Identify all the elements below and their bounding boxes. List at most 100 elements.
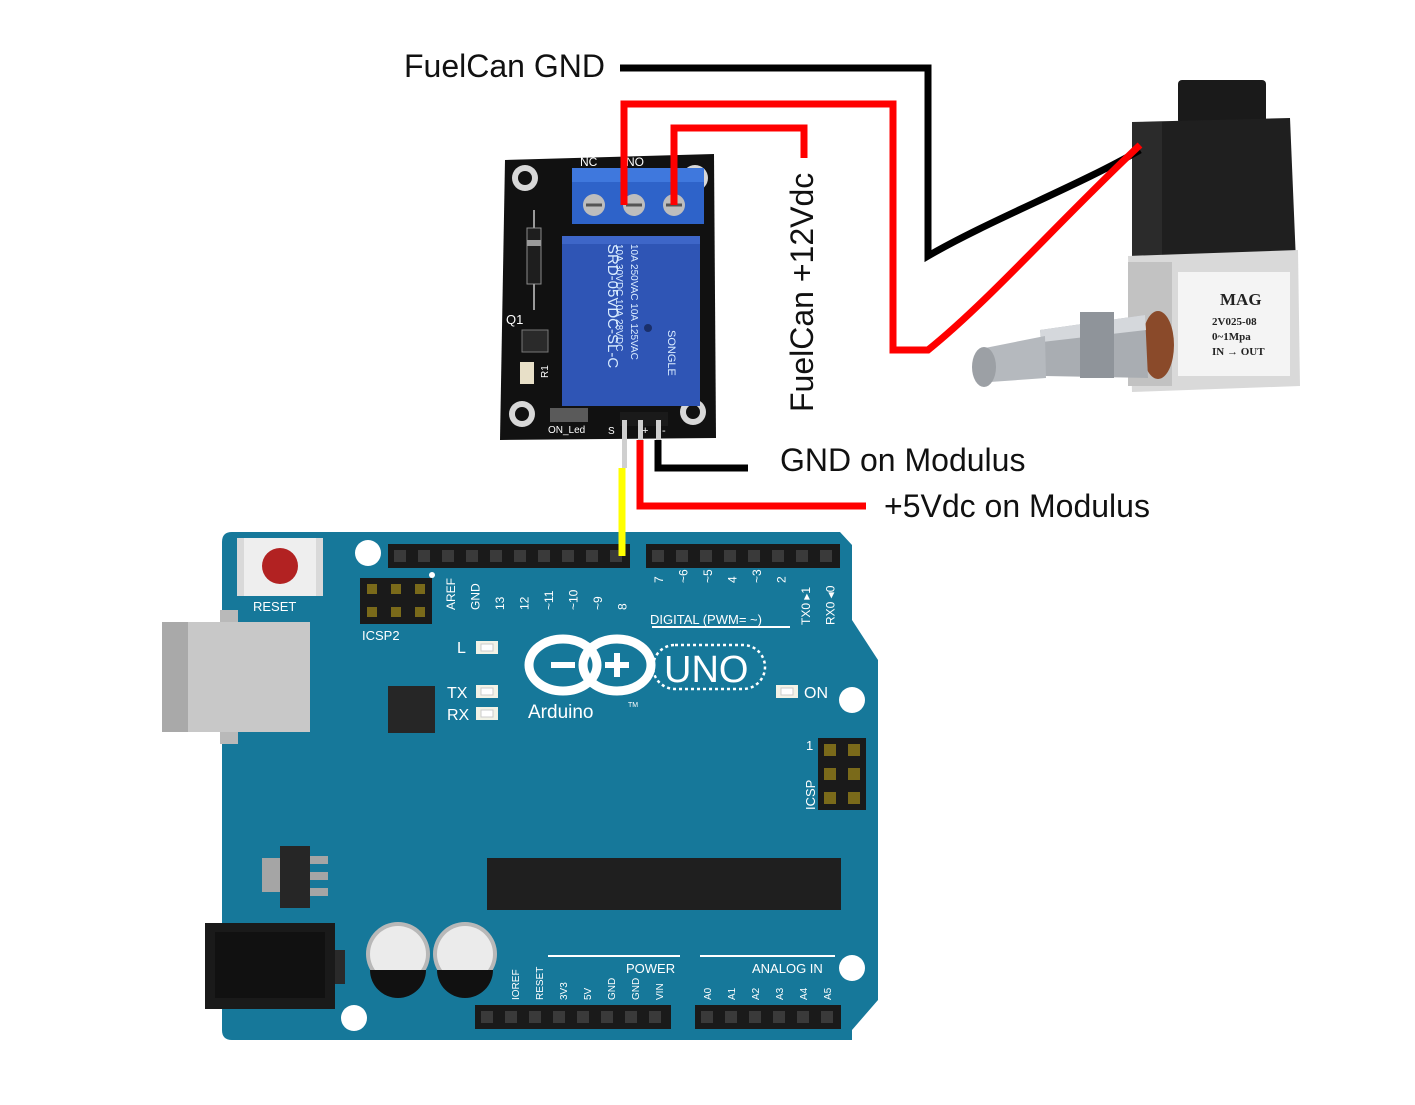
pin-label: ~9 [591, 596, 605, 610]
relay-module: NC NO Q1 R1 ON_Led SRD-05VDC-SL-C 10A 25… [500, 154, 716, 468]
pin-label: ~3 [750, 569, 764, 583]
uno-label: UNO [664, 649, 748, 691]
pin-label: 7 [652, 576, 666, 583]
relay-rating1-label: 10A 250VAC 10A 125VAC [628, 244, 639, 360]
pin-label: A4 [799, 987, 810, 1000]
resistor-r1 [520, 362, 534, 384]
pin-label: A2 [751, 987, 762, 1000]
label-vcc-modulus: +5Vdc on Modulus [884, 488, 1150, 524]
header-pin [529, 1011, 541, 1023]
header-pin [505, 1011, 517, 1023]
led-rx [476, 707, 498, 720]
header-pin [514, 550, 526, 562]
pin-label: ~5 [701, 569, 715, 583]
header-pin [773, 1011, 785, 1023]
valve-brand-label: MAG [1220, 290, 1262, 309]
pin-label: RX0 ◂0 [824, 585, 838, 625]
pin-label: A0 [703, 987, 714, 1000]
mounting-hole [839, 687, 865, 713]
header-pin [748, 550, 760, 562]
header-pin [442, 550, 454, 562]
uno-badge [651, 643, 767, 691]
header-pin [796, 550, 808, 562]
pin-label: A1 [727, 987, 738, 1000]
wire-gnd-modulus [654, 440, 748, 472]
relay-model-label: SRD-05VDC-SL-C [604, 244, 621, 368]
led-on-label: ON [804, 685, 828, 702]
led-tx [476, 685, 498, 698]
mounting-hole [518, 171, 532, 185]
header-pin [701, 1011, 713, 1023]
header-pin [394, 550, 406, 562]
solenoid-valve: MAG 2V025-08 0~1Mpa IN → OUT [972, 80, 1300, 392]
capacitor [366, 922, 430, 998]
valve-pressure-label: 0~1Mpa [1212, 331, 1251, 343]
digital-header-left [388, 544, 630, 568]
pin-label: 5V [583, 987, 594, 1000]
valve-label-plate [1178, 272, 1290, 376]
header-pin [562, 550, 574, 562]
header-pin [553, 1011, 565, 1023]
header-pin [418, 550, 430, 562]
relay-nc-label: NC [580, 155, 598, 169]
pin-label: ~11 [542, 590, 556, 610]
voltage-regulator [262, 846, 328, 908]
mounting-hole [341, 1005, 367, 1031]
transistor-q1 [521, 329, 549, 353]
trademark-label: TM [628, 702, 638, 709]
led-tx-label: TX [447, 685, 468, 702]
header-pin [652, 550, 664, 562]
on-led [550, 408, 588, 422]
pin-label: AREF [444, 578, 458, 610]
header-pin [481, 1011, 493, 1023]
relay-brand-label: SONGLE [665, 330, 677, 376]
pin-label: IOREF [511, 969, 522, 1000]
header-pin [700, 550, 712, 562]
pin-label: 2 [775, 576, 789, 583]
valve-model-label: 2V025-08 [1212, 316, 1257, 328]
atmega328-chip [487, 858, 841, 910]
wire-relay-to-valve [620, 100, 1143, 354]
pin-label: TX0 ▸1 [799, 587, 813, 625]
board-pcb [222, 532, 878, 1040]
relay-q1-label: Q1 [506, 312, 523, 327]
pin-label: ~6 [677, 569, 691, 583]
usb-connector [162, 610, 310, 744]
pin-label: GND [631, 978, 642, 1000]
valve-flow-label: IN → OUT [1212, 346, 1265, 358]
pin-label: A5 [823, 987, 834, 1000]
valve-cap [1178, 80, 1266, 124]
header-pin [724, 550, 736, 562]
analog-header [695, 1005, 841, 1029]
relay-s-label: S [608, 426, 615, 437]
mounting-hole [515, 407, 529, 421]
header-pin [772, 550, 784, 562]
mounting-hole [355, 540, 381, 566]
icsp2-label: ICSP2 [362, 628, 400, 643]
pin-label: ~10 [567, 589, 581, 610]
power-header [475, 1005, 671, 1029]
header-pin [601, 1011, 613, 1023]
bottom-header-pins [481, 1011, 833, 1023]
digital-header-right [646, 544, 840, 568]
led-l-label: L [457, 640, 466, 657]
pin-label: GND [469, 583, 483, 610]
valve-coil-edge [1132, 122, 1162, 262]
pin-label: RESET [535, 967, 546, 1000]
icsp-pin1-label: 1 [806, 738, 813, 753]
arduino-logo [524, 634, 656, 696]
header-pin [625, 1011, 637, 1023]
header-pin [797, 1011, 809, 1023]
icsp2-header [360, 572, 435, 624]
reset-button[interactable] [237, 538, 323, 596]
led-on [776, 685, 798, 698]
header-pin [725, 1011, 737, 1023]
valve-fitting [972, 311, 1174, 387]
header-pin [676, 550, 688, 562]
pin-label: 13 [493, 596, 507, 610]
reset-label: RESET [253, 599, 296, 614]
